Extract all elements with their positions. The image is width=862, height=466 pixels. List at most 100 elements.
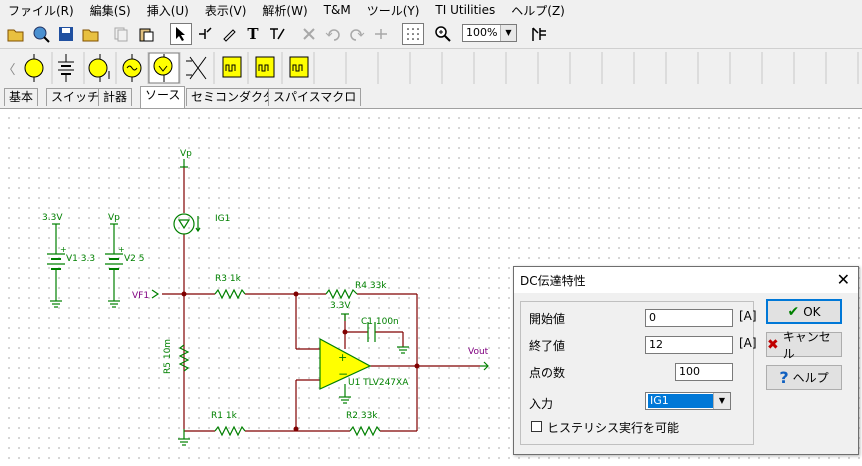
help-button-label: ヘルプ xyxy=(792,371,829,385)
zoom-select[interactable]: 100% ▼ xyxy=(462,24,517,42)
menu-tools[interactable]: ツール(Y) xyxy=(366,3,420,18)
tab-spice-macro[interactable]: スパイスマクロ xyxy=(268,88,362,106)
grid-icon[interactable] xyxy=(402,23,424,45)
end-value-field[interactable]: 12 xyxy=(645,336,733,354)
generator-chip-icon-2 xyxy=(255,56,275,78)
hysteresis-checkbox[interactable] xyxy=(531,421,542,432)
r2-label: R2 33k xyxy=(346,411,378,421)
end-label: 終了値 xyxy=(529,339,566,353)
ok-button-label: OK xyxy=(803,304,821,319)
opamp-supply-label: 3.3V xyxy=(330,301,351,311)
vf1-label: VF1 xyxy=(132,291,149,301)
hysteresis-label: ヒステリシス実行を可能 xyxy=(547,421,680,435)
menu-tm[interactable]: T&M xyxy=(323,3,351,17)
tab-semiconductor[interactable]: セミコンダクタ xyxy=(186,88,280,106)
ac-source-icon xyxy=(122,54,142,82)
dc-transfer-dialog: DC伝達特性 ✕ 開始値 0 [A] 終了値 12 [A] 点の数 100 入力… xyxy=(513,266,859,455)
formula-tool-icon[interactable] xyxy=(266,23,288,45)
open-recent-icon[interactable] xyxy=(80,23,102,45)
open-folder-icon[interactable] xyxy=(5,23,27,45)
controlled-source-icon xyxy=(186,56,207,80)
copy-icon[interactable] xyxy=(110,23,132,45)
r3-label: R3 1k xyxy=(215,274,242,284)
input-label: 入力 xyxy=(529,397,554,411)
opamp-symbol xyxy=(319,337,372,390)
zoom-icon[interactable] xyxy=(432,23,454,45)
menu-bar: ファイル(R) 編集(S) 挿入(U) 表示(V) 解析(W) T&M ツール(… xyxy=(0,0,862,20)
wires xyxy=(162,166,480,432)
v1-label: V1 3.3 xyxy=(66,254,95,264)
palette-icons xyxy=(24,52,859,84)
junction-dots xyxy=(181,291,420,432)
generator-chip-icon-1 xyxy=(222,56,242,78)
question-mark-icon: ? xyxy=(779,368,789,387)
text-tool-icon[interactable]: T xyxy=(247,25,259,43)
schematic-drawing: + − Vp IG1 3.3V V1 3.3 Vp V2 5 R3 1k R4 … xyxy=(42,149,489,446)
vp-top-label: Vp xyxy=(180,149,192,159)
opamp-plus-label: + xyxy=(338,351,347,364)
delete-icon[interactable] xyxy=(298,23,320,45)
help-button[interactable]: ? ヘルプ xyxy=(766,365,842,390)
end-unit: [A] xyxy=(739,336,757,350)
dc-source-icon xyxy=(88,54,110,82)
paste-icon[interactable] xyxy=(135,23,157,45)
pencil-icon[interactable] xyxy=(218,23,240,45)
redo-icon[interactable] xyxy=(346,23,368,45)
dialog-title-bar: DC伝達特性 ✕ xyxy=(514,267,858,293)
chevron-down-icon[interactable]: ▼ xyxy=(713,393,730,409)
save-icon[interactable] xyxy=(55,23,77,45)
u1-label: U1 TLV247XA xyxy=(348,378,409,388)
input-select-value: IG1 xyxy=(648,394,714,408)
tab-basic[interactable]: 基本 xyxy=(4,88,39,106)
v1-supply-label: 3.3V xyxy=(42,213,63,223)
menu-help[interactable]: ヘルプ(Z) xyxy=(511,3,565,18)
points-label: 点の数 xyxy=(529,366,566,380)
start-value-field[interactable]: 0 xyxy=(645,309,733,327)
chevron-down-icon[interactable]: ▼ xyxy=(500,25,516,41)
dialog-title: DC伝達特性 xyxy=(520,274,586,288)
ok-button[interactable]: ✔ OK xyxy=(766,299,842,324)
menu-view[interactable]: 表示(V) xyxy=(204,3,247,18)
menu-file[interactable]: ファイル(R) xyxy=(8,3,74,18)
zoom-value: 100% xyxy=(466,26,498,39)
parameters-group: 開始値 0 [A] 終了値 12 [A] 点の数 100 入力 IG1 ▼ ヒス… xyxy=(520,301,757,445)
input-select[interactable]: IG1 ▼ xyxy=(645,392,731,410)
cancel-button-label: キャンセル xyxy=(782,329,831,361)
wire-tool-icon[interactable] xyxy=(194,23,216,45)
tab-meters[interactable]: 計器 xyxy=(98,88,133,106)
v2-plus-sign: + xyxy=(118,245,125,254)
select-arrow-icon[interactable] xyxy=(170,23,192,45)
voltage-source-icon xyxy=(24,54,44,82)
vout-label: Vout xyxy=(468,347,489,357)
start-unit: [A] xyxy=(739,309,757,323)
palette-scroll-left-icon[interactable]: 〈 xyxy=(2,62,16,78)
main-toolbar: T xyxy=(0,20,862,49)
search-web-icon[interactable] xyxy=(30,23,52,45)
v2-supply-label: Vp xyxy=(108,213,120,223)
menu-insert[interactable]: 挿入(U) xyxy=(146,3,189,18)
tab-switch[interactable]: スイッチ xyxy=(46,88,105,106)
tab-sources[interactable]: ソース xyxy=(140,86,186,108)
r4-label: R4 33k xyxy=(355,281,387,291)
battery-icon xyxy=(58,54,74,82)
opamp-minus-label: − xyxy=(338,367,348,381)
menu-edit[interactable]: 編集(S) xyxy=(89,3,131,18)
generator-chip-icon-3 xyxy=(289,56,309,78)
component-palette: 〈 xyxy=(0,49,862,86)
menu-ti-utilities[interactable]: TI Utilities xyxy=(435,3,496,17)
close-icon[interactable]: ✕ xyxy=(836,270,850,289)
c1-label: C1 100n xyxy=(361,317,399,327)
menu-analysis[interactable]: 解析(W) xyxy=(262,3,308,18)
components xyxy=(47,159,489,446)
junction-icon[interactable] xyxy=(370,23,392,45)
start-label: 開始値 xyxy=(529,312,566,326)
undo-icon[interactable] xyxy=(322,23,344,45)
cancel-button[interactable]: ✖ キャンセル xyxy=(766,330,842,361)
v1-plus-sign: + xyxy=(60,245,67,254)
component-wizard-icon[interactable] xyxy=(528,23,550,45)
points-field[interactable]: 100 xyxy=(675,363,733,381)
current-source-icon xyxy=(148,52,180,84)
palette-tabs: 基本 スイッチ 計器 ソース セミコンダクタ スパイスマクロ xyxy=(0,86,862,109)
checkmark-icon: ✔ xyxy=(787,303,800,320)
r5-label: R5 10m xyxy=(163,339,173,374)
